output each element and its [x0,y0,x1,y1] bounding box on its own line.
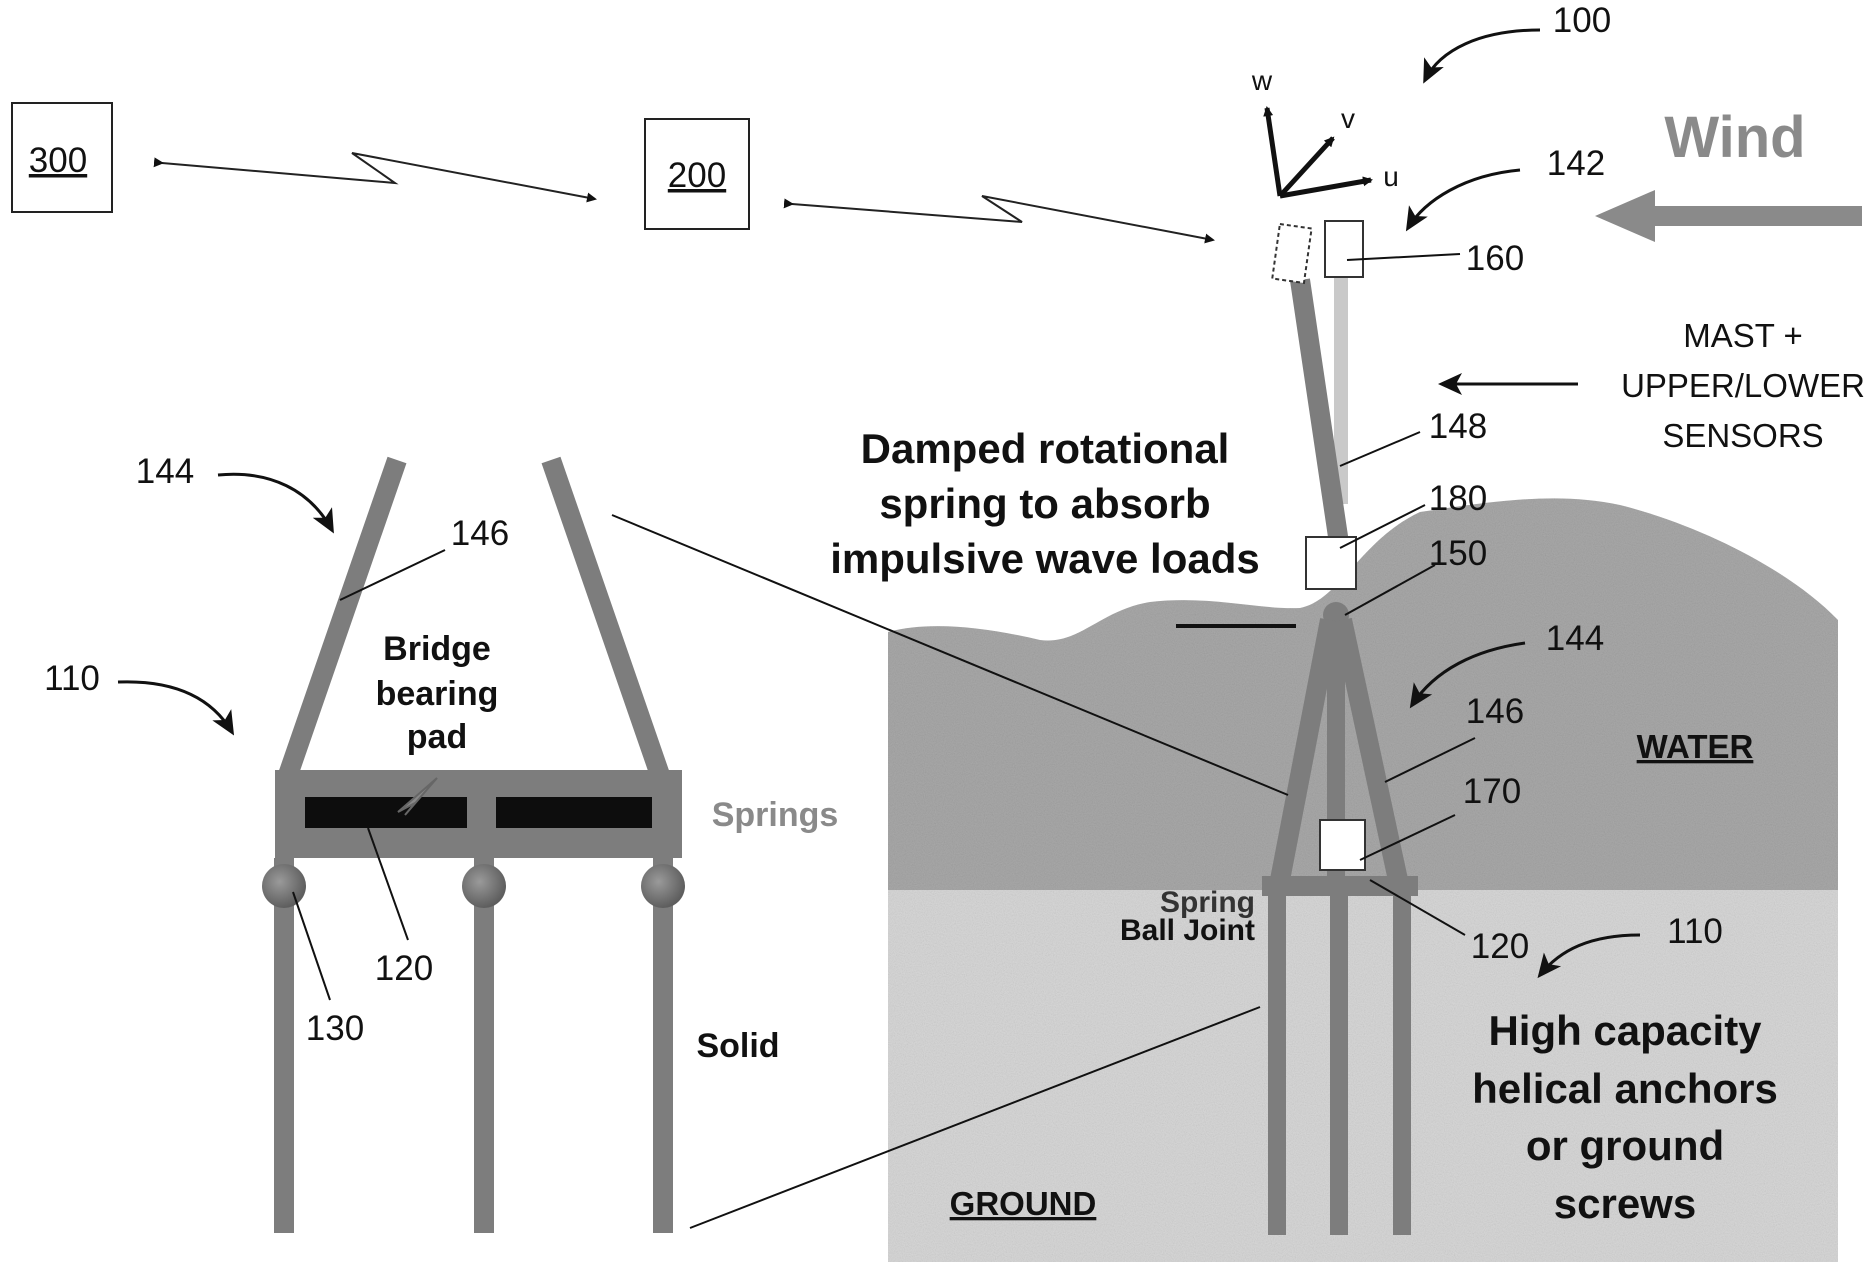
axis-w-label: w [1251,65,1273,96]
spring-ball-right [641,864,685,908]
ref-150: 150 [1429,534,1487,573]
ref-146-right: 146 [1466,692,1524,731]
solid-label: Solid [696,1027,779,1065]
anchors-label-line2: helical anchors [1472,1065,1778,1112]
sensor-deflected [1272,224,1311,283]
mast-label-line3: SENSORS [1662,417,1823,454]
wind-arrow [1595,190,1862,242]
detail-anchor-left [274,858,294,1233]
ref-110-right: 110 [1667,912,1723,951]
ref-100-arrow [1425,30,1540,80]
wireless-link-300-200 [162,153,595,199]
ref-148: 148 [1429,407,1487,446]
anchors-label-line1: High capacity [1488,1007,1762,1054]
ref-120-left: 120 [375,949,433,988]
anchor-left [1268,890,1286,1235]
box-300-label: 300 [29,141,87,180]
water-label: WATER [1637,728,1754,765]
spring-ball-center [462,864,506,908]
ref-144-left-arrow [218,474,332,530]
springs-label: Springs [712,796,839,834]
detail-leg-left [288,460,397,775]
ref-144-left: 144 [136,452,194,491]
wind-label: Wind [1664,105,1805,170]
anchors-label-line3: or ground [1526,1122,1724,1169]
ref-130: 130 [306,1009,364,1048]
ref-120-right: 120 [1471,927,1529,966]
coordinate-axes [1267,108,1371,196]
anchor-center [1330,890,1348,1235]
ref-142-arrow [1408,170,1520,228]
bridge-label-line1: Bridge [383,630,491,668]
axis-u-label: u [1383,161,1399,192]
ref-110-left: 110 [44,659,100,698]
ref-142: 142 [1547,144,1605,183]
ref-170: 170 [1463,772,1521,811]
damped-label-line2: spring to absorb [879,480,1210,527]
spring-ball-left [262,864,306,908]
detail-leg-right [551,460,660,775]
damped-label-line3: impulsive wave loads [830,535,1260,582]
ground-label: GROUND [950,1185,1097,1222]
sensor-160 [1325,221,1363,277]
detail-anchor-right [653,858,673,1233]
ref-110-left-arrow [118,682,232,732]
bearing-pad-left [305,797,467,828]
bridge-label-line3: pad [407,718,467,756]
ref-160: 160 [1466,239,1524,278]
sensor-170 [1320,820,1365,870]
box-200-label: 200 [668,156,726,195]
ref-148-leader [1340,432,1420,466]
anchor-right [1393,890,1411,1235]
damped-label-line1: Damped rotational [861,425,1230,472]
axis-v-label: v [1341,103,1355,134]
mast-label-line1: MAST + [1683,317,1803,354]
ref-130-leader [293,892,330,1000]
ref-146-left: 146 [451,514,509,553]
bearing-pad-right [496,797,652,828]
anchors-label-line4: screws [1554,1180,1696,1227]
spring-ball-joint-line2: Ball Joint [1120,914,1255,947]
wireless-link-200-sensor [792,196,1213,240]
ref-144-right: 144 [1546,619,1604,658]
mast-label-line2: UPPER/LOWER [1621,367,1865,404]
bridge-label-line2: bearing [376,675,499,713]
ref-100: 100 [1553,1,1611,40]
ref-180: 180 [1429,479,1487,518]
detail-anchor-center [474,858,494,1233]
